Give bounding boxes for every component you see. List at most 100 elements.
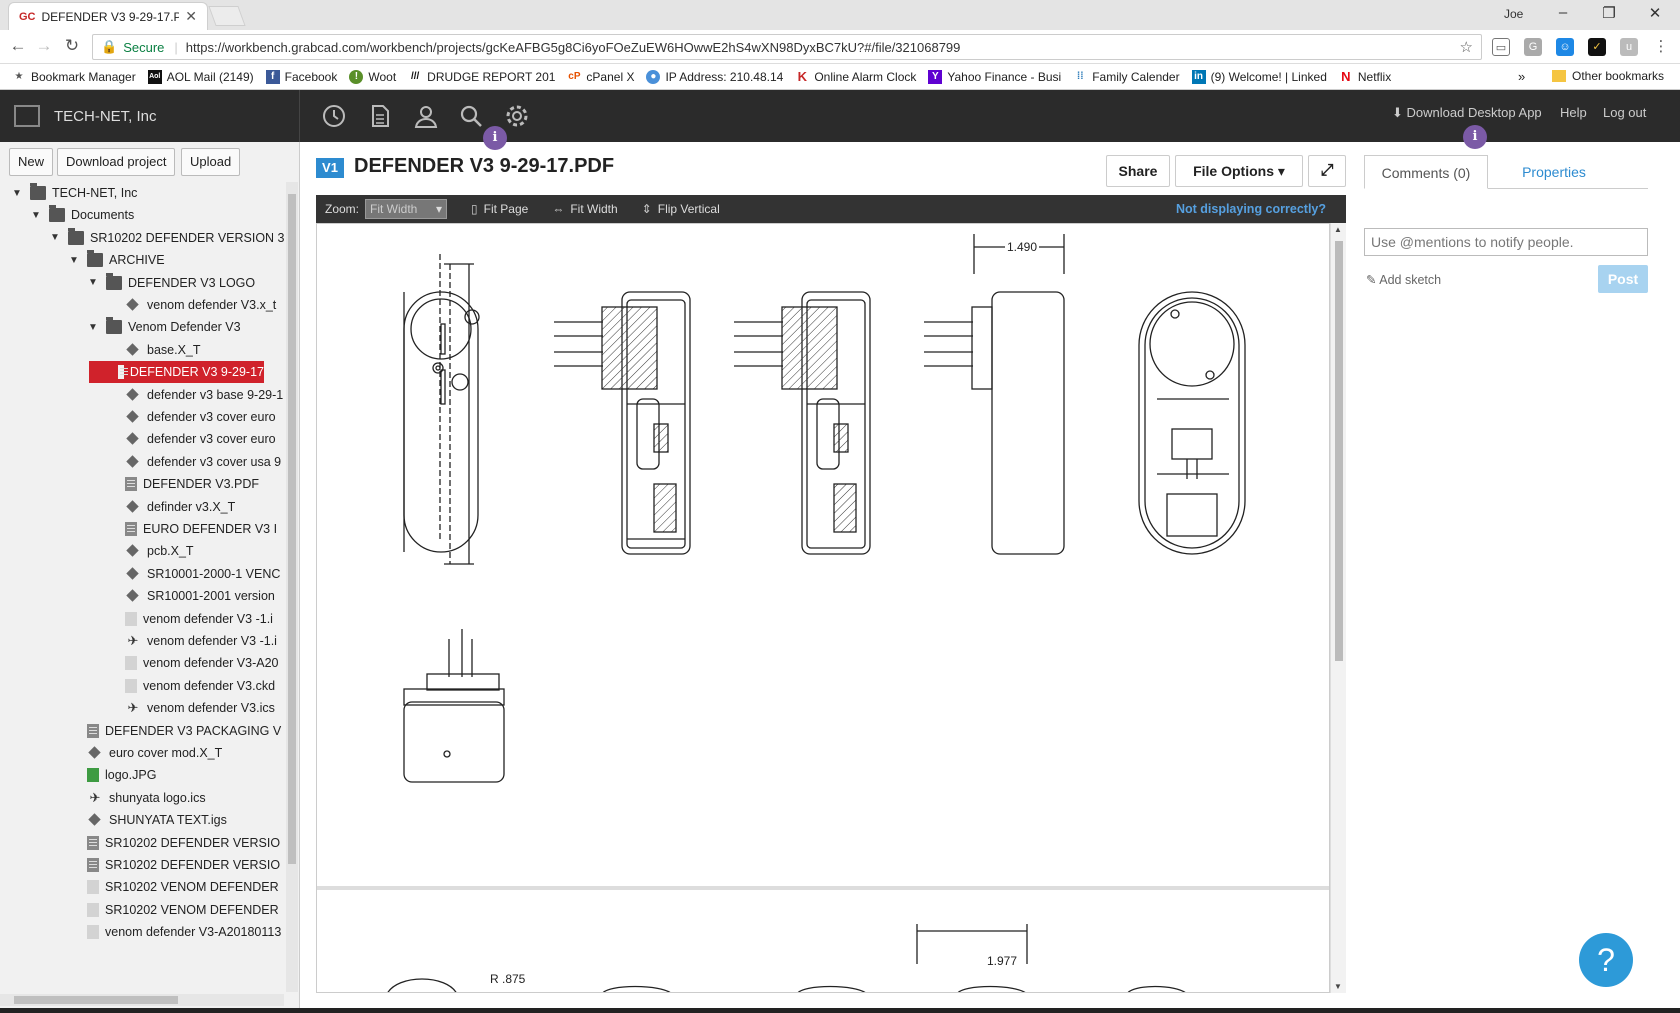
chrome-menu-icon[interactable]: ⋮ bbox=[1652, 38, 1670, 56]
pdf-canvas[interactable]: 1.490 1.977 R .875 bbox=[316, 223, 1330, 993]
file-options-button[interactable]: File Options ▾ bbox=[1175, 155, 1303, 187]
tab-properties[interactable]: Properties bbox=[1522, 164, 1586, 180]
help-link[interactable]: Help bbox=[1560, 105, 1587, 120]
tree-folder[interactable]: ▼SR10202 DEFENDER VERSION 3 bbox=[50, 227, 284, 249]
collapse-toggle-icon[interactable]: ▼ bbox=[88, 321, 98, 333]
collapse-toggle-icon[interactable]: ▼ bbox=[50, 232, 60, 244]
tree-file[interactable]: EURO DEFENDER V3 I bbox=[107, 518, 277, 540]
fit-page-button[interactable]: ▯Fit Page bbox=[471, 202, 528, 216]
canvas-scrollbar[interactable]: ▲ ▼ bbox=[1330, 223, 1346, 993]
bookmark-3[interactable]: !Woot bbox=[349, 69, 396, 84]
other-bookmarks[interactable]: Other bookmarks bbox=[1552, 69, 1664, 83]
tree-file[interactable]: SR10202 DEFENDER VERSIO bbox=[69, 854, 280, 876]
tree-file[interactable]: ✈shunyata logo.ics bbox=[69, 787, 206, 809]
extension-check-icon[interactable]: ✓ bbox=[1588, 38, 1606, 56]
tree-file[interactable]: venom defender V3 -1.i bbox=[107, 608, 273, 630]
extension-ghost-icon[interactable]: ☺ bbox=[1556, 38, 1574, 56]
history-icon[interactable] bbox=[320, 103, 348, 129]
scroll-thumb[interactable] bbox=[1335, 241, 1343, 661]
new-tab-button[interactable] bbox=[208, 6, 246, 26]
tree-file[interactable]: defender v3 cover usa 9 bbox=[107, 451, 281, 473]
bookmark-4[interactable]: ///DRUDGE REPORT 201 bbox=[408, 70, 555, 84]
tree-horizontal-scrollbar[interactable] bbox=[0, 994, 284, 1006]
browser-tab[interactable]: GC DEFENDER V3 9-29-17.P ✕ bbox=[8, 2, 208, 30]
tree-file[interactable]: venom defender V3.x_t bbox=[107, 294, 276, 316]
window-user[interactable]: Joe bbox=[1504, 7, 1524, 21]
tree-file[interactable]: venom defender V3.ckd bbox=[107, 675, 275, 697]
org-brand[interactable]: TECH-NET, Inc bbox=[0, 90, 300, 142]
not-displaying-link[interactable]: Not displaying correctly? bbox=[1175, 202, 1326, 216]
tree-file[interactable]: pcb.X_T bbox=[107, 540, 194, 562]
close-tab-icon[interactable]: ✕ bbox=[185, 8, 197, 24]
scroll-up-icon[interactable]: ▲ bbox=[1334, 225, 1342, 234]
tree-file[interactable]: defender v3 base 9-29-1 bbox=[107, 384, 283, 406]
upload-button[interactable]: Upload bbox=[181, 148, 241, 176]
tree-file[interactable]: ✈venom defender V3 -1.i bbox=[107, 630, 277, 652]
tree-folder[interactable]: ▼Documents bbox=[31, 204, 134, 226]
back-icon[interactable]: ← bbox=[9, 36, 27, 55]
logout-link[interactable]: Log out bbox=[1603, 105, 1647, 120]
tree-vertical-scrollbar[interactable] bbox=[286, 182, 298, 992]
collapse-toggle-icon[interactable]: ▼ bbox=[12, 187, 22, 199]
collapse-toggle-icon[interactable]: ▼ bbox=[69, 254, 79, 266]
scroll-thumb[interactable] bbox=[288, 194, 296, 864]
new-button[interactable]: New bbox=[9, 148, 54, 176]
tree-file[interactable]: venom defender V3-A20180113 bbox=[69, 921, 281, 943]
fullscreen-icon[interactable]: ⤢ bbox=[1308, 155, 1346, 187]
tree-file[interactable]: SR10202 VENOM DEFENDER bbox=[69, 899, 279, 921]
tree-file[interactable]: ✈venom defender V3.ics bbox=[107, 697, 275, 719]
download-project-button[interactable]: Download project bbox=[57, 148, 176, 176]
tree-folder[interactable]: ▼TECH-NET, Inc bbox=[12, 182, 137, 204]
maximize-icon[interactable]: ❐ bbox=[1602, 5, 1616, 22]
tree-folder[interactable]: ▼DEFENDER V3 LOGO bbox=[88, 272, 255, 294]
bookmark-6[interactable]: ●IP Address: 210.48.14 bbox=[646, 69, 783, 84]
reload-icon[interactable]: ↻ bbox=[64, 36, 80, 55]
download-desktop-app-link[interactable]: ⬇ Download Desktop App bbox=[1392, 105, 1542, 121]
tree-file[interactable]: SR10202 DEFENDER VERSIO bbox=[69, 832, 280, 854]
tree-file[interactable]: SR10001-2000-1 VENC bbox=[107, 563, 280, 585]
info-tooltip-icon[interactable]: i bbox=[1463, 125, 1487, 149]
help-chat-button[interactable]: ? bbox=[1579, 933, 1633, 987]
extension-u-icon[interactable]: u bbox=[1620, 38, 1638, 56]
minimize-icon[interactable]: – bbox=[1558, 4, 1568, 21]
bookmark-star-icon[interactable]: ☆ bbox=[1459, 39, 1473, 56]
tree-file[interactable]: euro cover mod.X_T bbox=[69, 742, 222, 764]
tree-file[interactable]: DEFENDER V3 PACKAGING V bbox=[69, 720, 281, 742]
tree-file[interactable]: defender v3 cover euro bbox=[107, 428, 276, 450]
collapse-toggle-icon[interactable]: ▼ bbox=[31, 209, 41, 221]
tree-file[interactable]: SR10001-2001 version bbox=[107, 585, 275, 607]
add-sketch-button[interactable]: ✎ Add sketch bbox=[1366, 272, 1441, 287]
tree-file[interactable]: SR10202 VENOM DEFENDER bbox=[69, 876, 279, 898]
zoom-select[interactable]: Fit Width bbox=[365, 199, 448, 219]
tree-folder[interactable]: ▼Venom Defender V3 bbox=[88, 316, 241, 338]
tree-folder[interactable]: ▼ARCHIVE bbox=[69, 249, 165, 271]
extension-g-icon[interactable]: G bbox=[1524, 38, 1542, 56]
tree-file[interactable]: SHUNYATA TEXT.igs bbox=[69, 809, 227, 831]
bookmark-9[interactable]: ⁞⁞Family Calender bbox=[1073, 70, 1180, 84]
tab-comments[interactable]: Comments (0) bbox=[1364, 155, 1488, 189]
forward-icon[interactable]: → bbox=[35, 36, 53, 55]
scroll-thumb[interactable] bbox=[14, 996, 178, 1004]
bookmark-10[interactable]: in(9) Welcome! | Linked bbox=[1191, 69, 1327, 84]
tree-file[interactable]: defender v3 cover euro bbox=[107, 406, 276, 428]
search-icon[interactable] bbox=[457, 103, 485, 129]
share-button[interactable]: Share bbox=[1106, 155, 1170, 187]
fit-width-button[interactable]: ⇔Fit Width bbox=[552, 202, 617, 216]
post-button[interactable]: Post bbox=[1598, 265, 1648, 293]
user-icon[interactable] bbox=[412, 103, 440, 129]
tree-file[interactable]: DEFENDER V3.PDF bbox=[107, 473, 259, 495]
scroll-down-icon[interactable]: ▼ bbox=[1334, 982, 1342, 991]
address-bar[interactable]: 🔒 Secure | https://workbench.grabcad.com… bbox=[92, 34, 1482, 60]
close-window-icon[interactable]: ✕ bbox=[1648, 5, 1662, 22]
tree-file[interactable]: logo.JPG bbox=[69, 764, 156, 786]
tree-file[interactable]: DEFENDER V3 9-29-17 bbox=[89, 361, 264, 384]
info-tooltip-icon[interactable]: i bbox=[483, 126, 507, 150]
settings-gear-icon[interactable] bbox=[503, 103, 531, 129]
comment-input[interactable]: Use @mentions to notify people. bbox=[1364, 228, 1648, 256]
